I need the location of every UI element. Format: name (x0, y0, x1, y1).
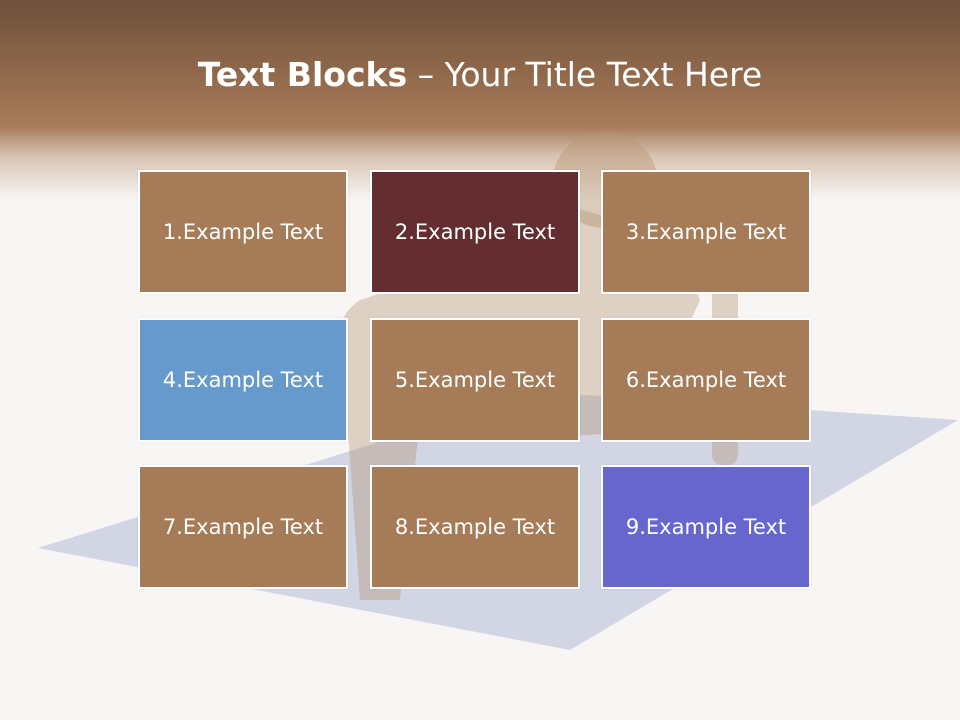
text-block-8[interactable]: 8.Example Text (370, 465, 580, 589)
text-block-5[interactable]: 5.Example Text (370, 318, 580, 442)
text-block-7[interactable]: 7.Example Text (138, 465, 348, 589)
slide-title: Text Blocks – Your Title Text Here (0, 52, 960, 98)
text-block-2[interactable]: 2.Example Text (370, 170, 580, 294)
text-block-grid: 1.Example Text 2.Example Text 3.Example … (138, 170, 816, 594)
text-block-1[interactable]: 1.Example Text (138, 170, 348, 294)
title-regular-text: Your Title Text Here (444, 55, 763, 94)
text-block-9[interactable]: 9.Example Text (601, 465, 811, 589)
text-block-6[interactable]: 6.Example Text (601, 318, 811, 442)
text-block-3[interactable]: 3.Example Text (601, 170, 811, 294)
header-band (0, 0, 960, 200)
text-block-4[interactable]: 4.Example Text (138, 318, 348, 442)
title-bold-text: Text Blocks (197, 55, 408, 94)
title-dash: – (407, 55, 445, 94)
